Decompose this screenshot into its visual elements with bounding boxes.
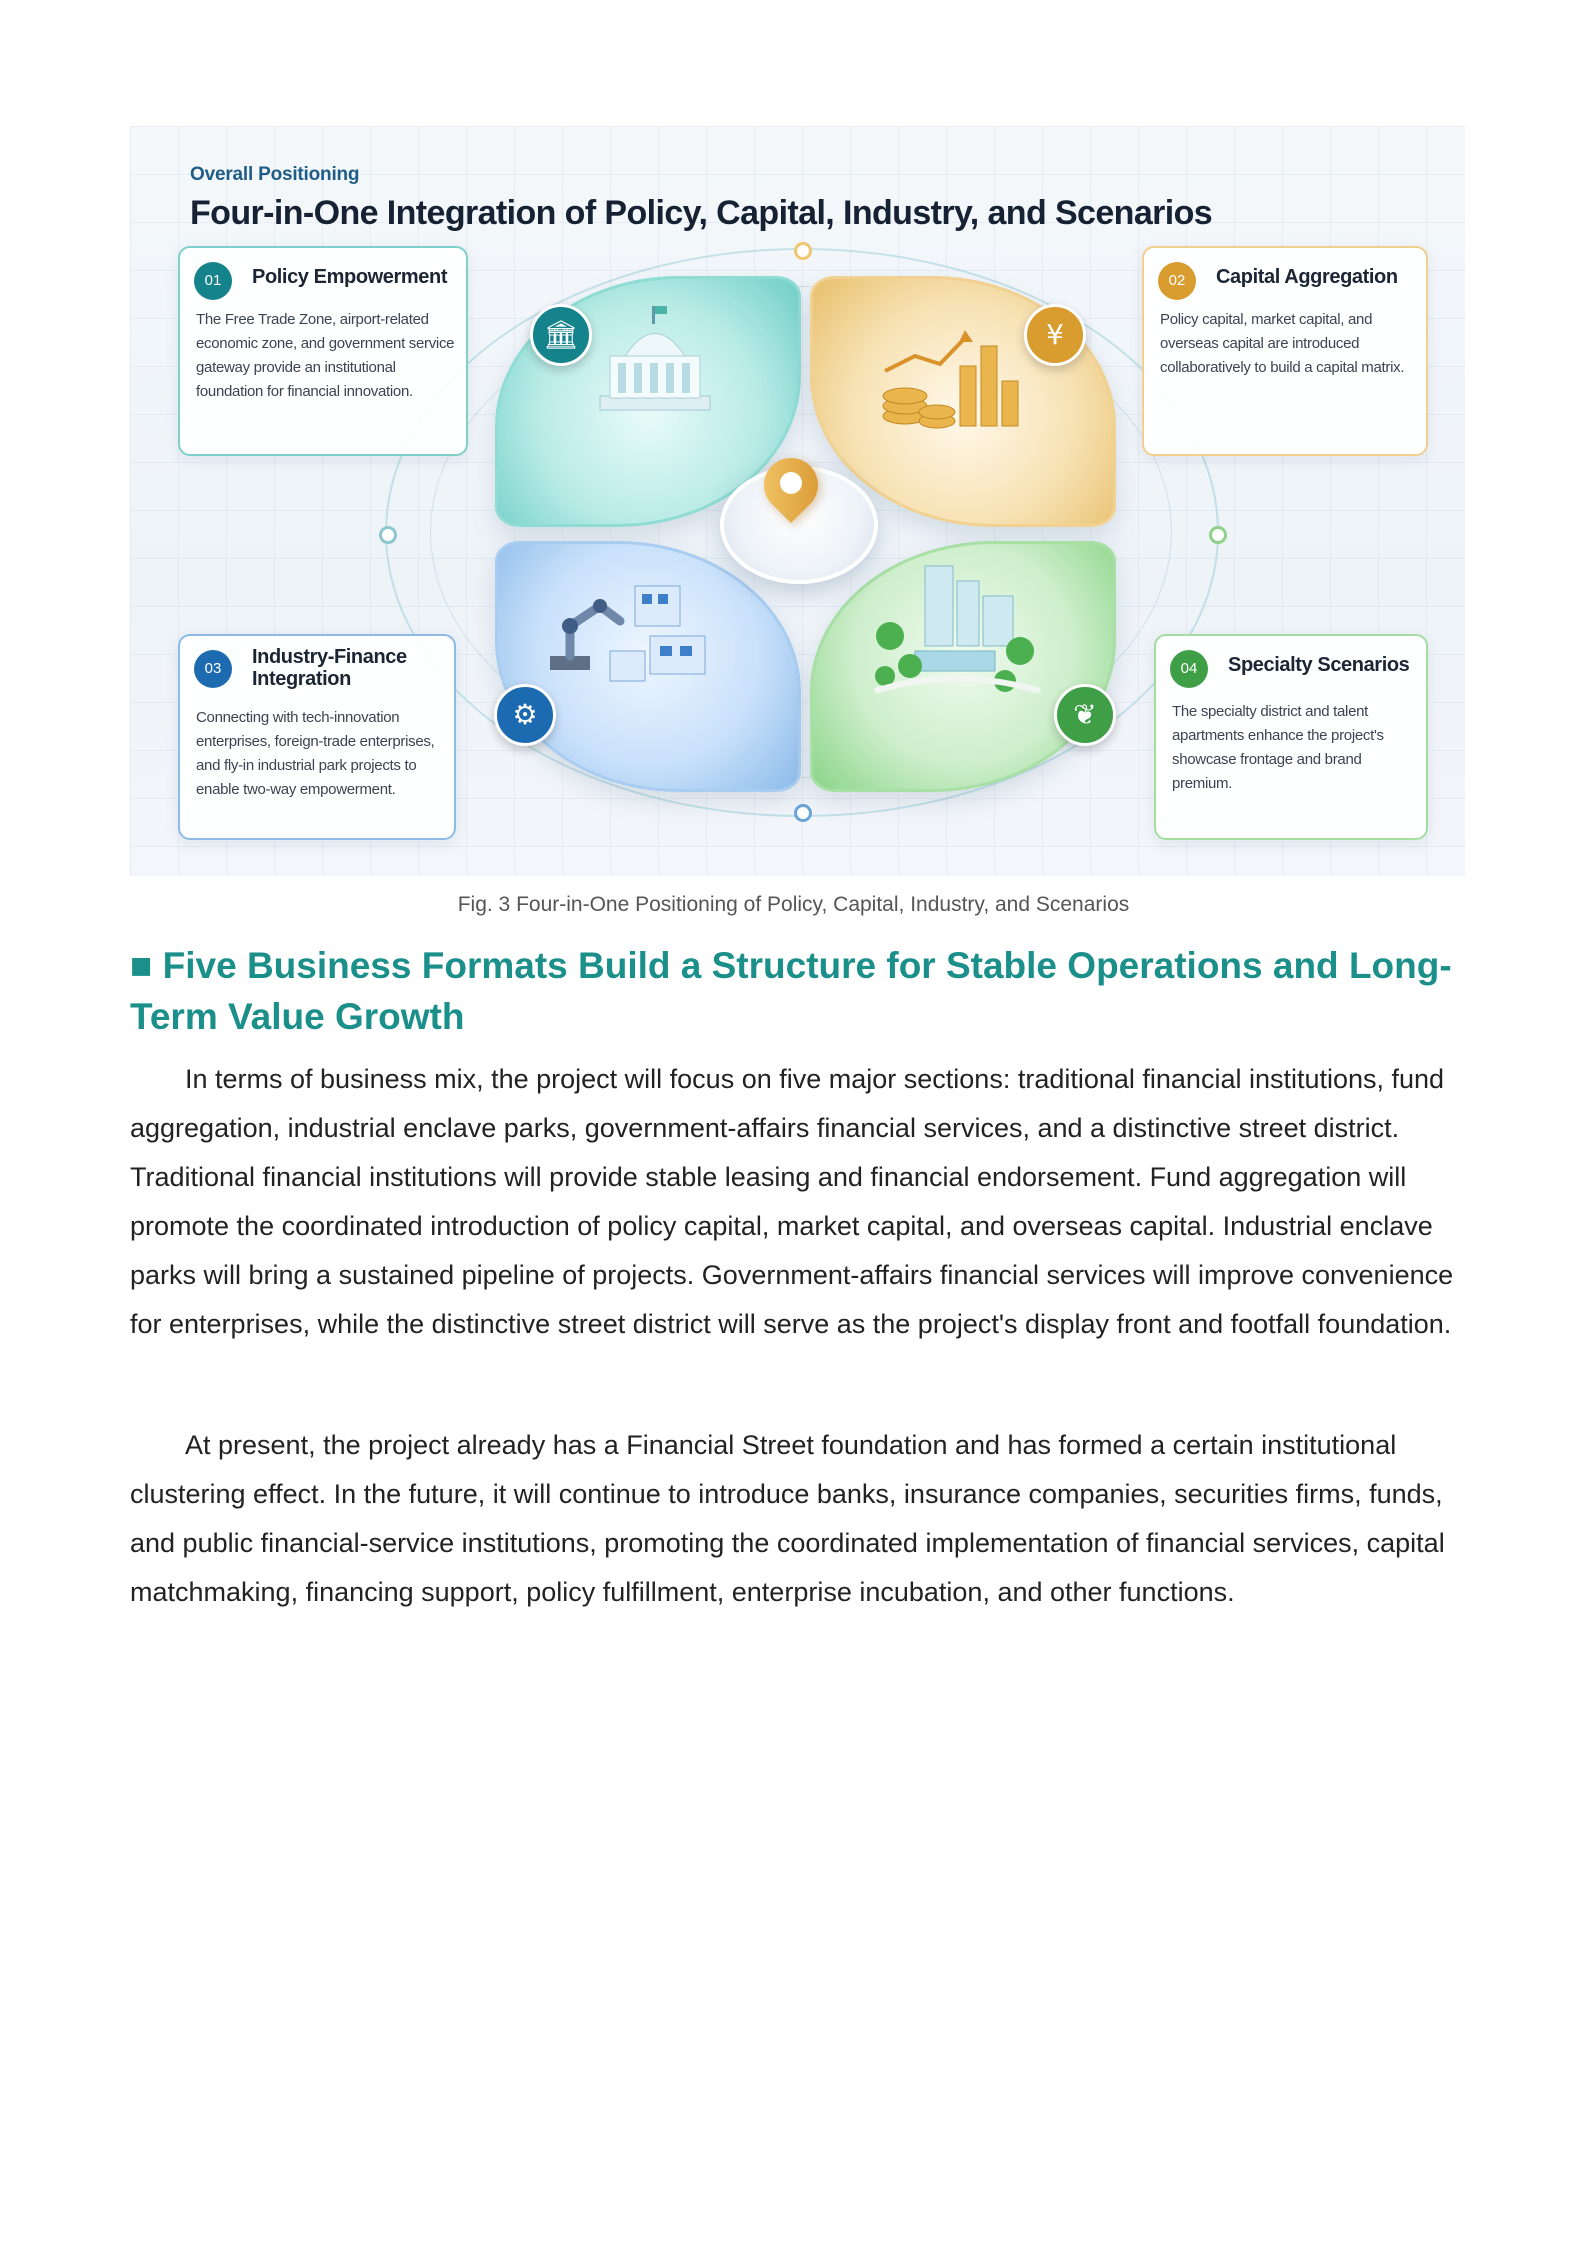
government-building-illustration xyxy=(599,306,711,411)
card-specialty-scenarios: 04 Specialty Scenarios The specialty dis… xyxy=(1154,634,1428,840)
card-title: Capital Aggregation xyxy=(1216,266,1398,288)
coins-icon: ¥ xyxy=(1024,304,1086,366)
section-heading: ■ Five Business Formats Build a Structur… xyxy=(130,945,1452,1037)
coin-stacks-illustration xyxy=(882,330,1019,429)
green-district-illustration xyxy=(874,565,1041,694)
orbit-node-right xyxy=(1209,526,1227,544)
positioning-figure: Overall Positioning Four-in-One Integrat… xyxy=(130,126,1465,876)
government-building-icon: 🏛 xyxy=(530,304,592,366)
orbit-node-left xyxy=(379,526,397,544)
orbit-node-bottom xyxy=(794,804,812,822)
card-title: Specialty Scenarios xyxy=(1228,654,1410,676)
card-description: Policy capital, market capital, and over… xyxy=(1160,311,1405,376)
card-title: Industry-Finance Integration xyxy=(252,646,407,690)
card-number-badge: 01 xyxy=(194,262,232,300)
card-capital-aggregation: 02 Capital Aggregation Policy capital, m… xyxy=(1142,246,1428,456)
card-number-badge: 04 xyxy=(1170,650,1208,688)
orbit-node-top xyxy=(794,242,812,260)
gear-icon: ⚙ xyxy=(494,684,556,746)
body-paragraph: At present, the project already has a Fi… xyxy=(130,1430,1445,1607)
card-description: The Free Trade Zone, airport-related eco… xyxy=(196,311,455,400)
body-paragraph: In terms of business mix, the project wi… xyxy=(130,1064,1454,1339)
card-description: Connecting with tech-innovation enterpri… xyxy=(196,709,435,798)
figure-title: Four-in-One Integration of Policy, Capit… xyxy=(190,194,1213,232)
pin-bar-chart-icon xyxy=(780,472,802,494)
card-policy-empowerment: 01 Policy Empowerment The Free Trade Zon… xyxy=(178,246,468,456)
factory-robot-illustration xyxy=(550,585,706,682)
figure-kicker: Overall Positioning xyxy=(190,164,360,185)
card-title: Policy Empowerment xyxy=(252,266,448,288)
inner-orbit-ring xyxy=(430,286,1172,778)
card-number-badge: 02 xyxy=(1158,262,1196,300)
card-number-badge: 03 xyxy=(194,650,232,688)
figure-caption: Fig. 3 Four-in-One Positioning of Policy… xyxy=(457,893,1130,916)
card-industry-finance-integration: 03 Industry-Finance Integration Connecti… xyxy=(178,634,456,840)
leaf-icon: ❦ xyxy=(1054,684,1116,746)
card-description: The specialty district and talent apartm… xyxy=(1172,703,1384,792)
